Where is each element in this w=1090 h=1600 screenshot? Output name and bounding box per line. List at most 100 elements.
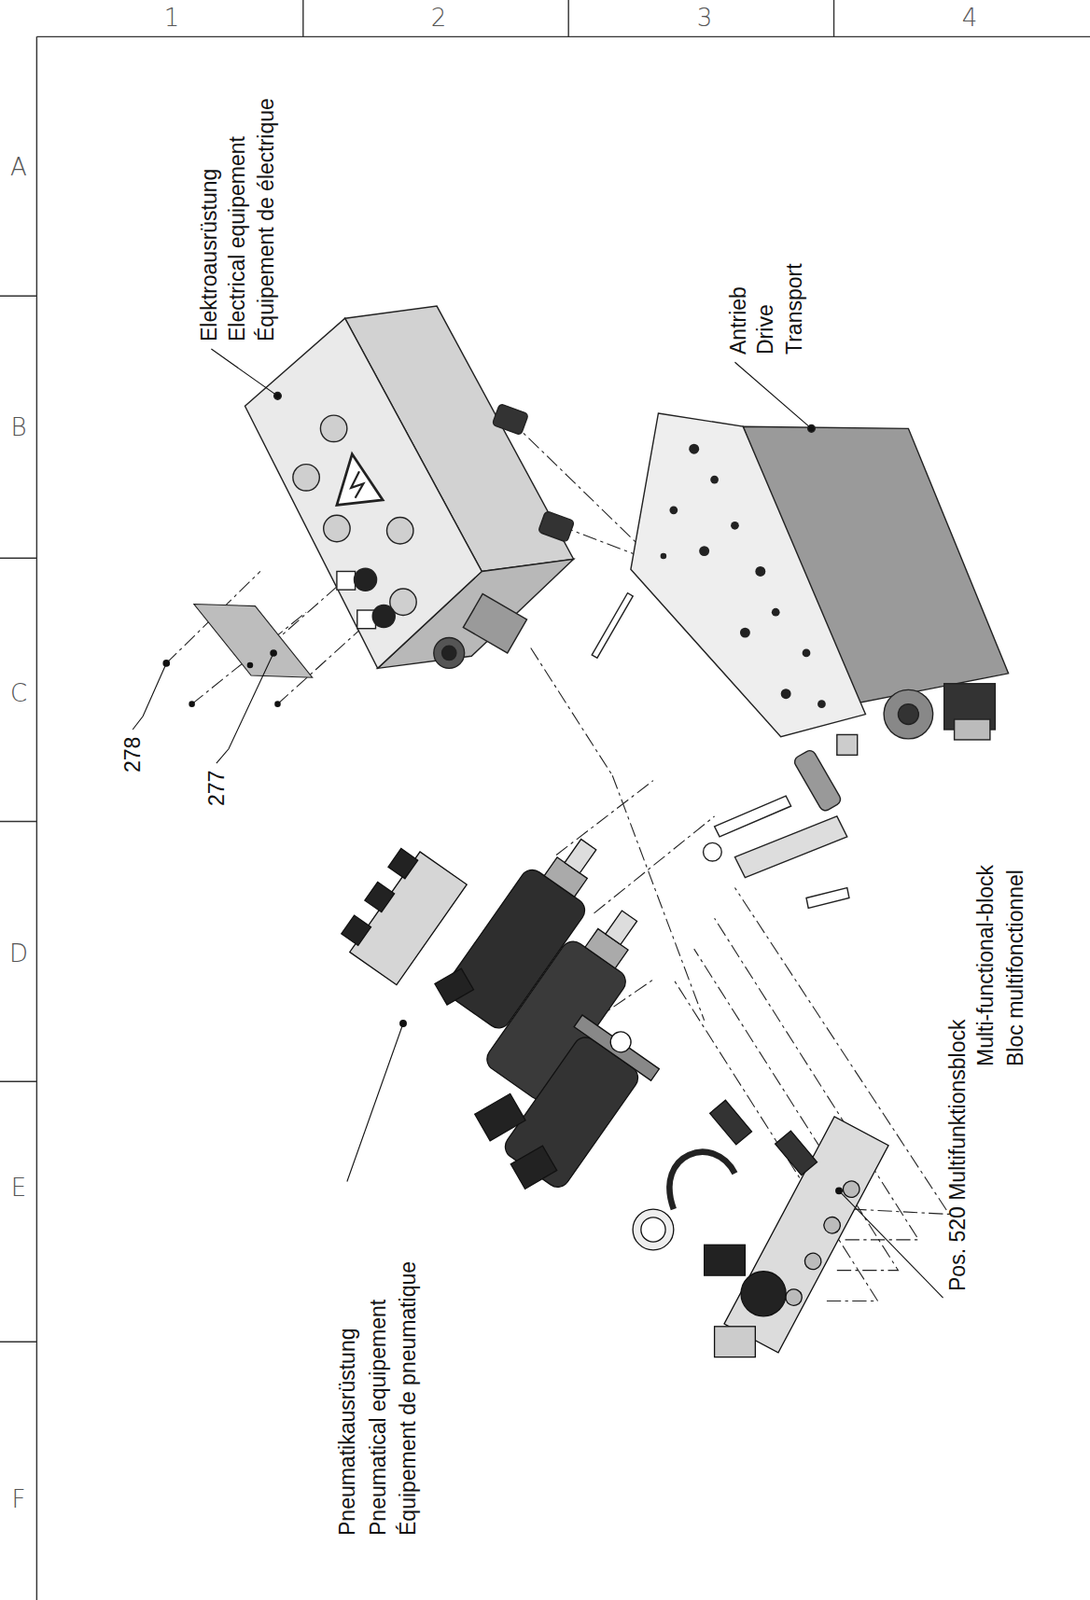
screw: [274, 700, 281, 708]
cylinder: [491, 1006, 665, 1199]
port: [801, 1250, 825, 1273]
piston-rod: [605, 910, 638, 945]
leader-line: [838, 1190, 944, 1299]
grid-reference: B: [10, 414, 27, 443]
frame-tick: [567, 0, 569, 37]
hole: [771, 608, 781, 617]
grid-reference: 4: [962, 4, 979, 33]
grid-reference: F: [12, 1486, 27, 1515]
assembly-line: [612, 775, 704, 1021]
grid-reference: 3: [697, 4, 713, 33]
assembly-line: [531, 647, 613, 776]
motor-shaft: [897, 704, 919, 726]
box-lid: [244, 318, 482, 669]
port: [821, 1214, 844, 1237]
motor-flange: [883, 689, 933, 739]
leader-line: [132, 663, 167, 730]
frame-tick: [302, 0, 304, 37]
manifold-bar: [724, 1117, 889, 1354]
hole: [660, 553, 668, 560]
stop: [837, 734, 858, 755]
ring: [703, 842, 723, 862]
part-label: Transport: [782, 263, 807, 355]
assembly-line: [556, 781, 654, 856]
leader-line: [734, 362, 811, 429]
cable-gland: [491, 404, 529, 436]
switch: [372, 605, 395, 629]
hole: [781, 688, 792, 699]
grid-reference: D: [9, 940, 28, 969]
hole: [740, 628, 751, 639]
frame-tick: [0, 1341, 37, 1343]
port: [839, 1178, 863, 1202]
fitting: [710, 1100, 753, 1146]
switch: [354, 568, 378, 591]
solenoid: [704, 1244, 746, 1276]
lid-screw: [387, 517, 414, 545]
hole: [669, 505, 678, 515]
cable-gland: [538, 510, 575, 543]
connector: [442, 645, 457, 660]
grid-reference: C: [10, 680, 28, 709]
pneumatic-equipment: [335, 824, 666, 1199]
valve: [434, 968, 475, 1006]
gauge-face: [641, 1217, 666, 1243]
plate-holes: [660, 444, 826, 709]
drive-unit: [591, 413, 1008, 909]
part-label: Bloc multifonctionnel: [1003, 869, 1028, 1067]
part-label: Équipement de électrique: [253, 97, 279, 342]
part-label: Electrical equipement: [224, 136, 250, 342]
lid-screw: [293, 464, 320, 491]
fitting: [775, 1131, 818, 1176]
flange: [573, 1015, 659, 1081]
slot-strip: [591, 593, 633, 659]
screw: [247, 662, 254, 670]
valve: [510, 1145, 557, 1189]
bracket: [806, 888, 850, 909]
pressure-gauge: [632, 1209, 674, 1251]
cover-plate: [194, 603, 313, 678]
frame-tick: [0, 821, 37, 823]
screw: [188, 700, 196, 708]
lid-screw: [320, 415, 347, 442]
part-label: Drive: [753, 304, 778, 355]
leader-dot: [269, 649, 278, 657]
motor-cap: [954, 719, 991, 741]
hole: [710, 475, 719, 485]
hole: [754, 566, 766, 577]
part-label: Pneumatikausrüstung: [335, 1328, 360, 1537]
bar: [724, 1117, 889, 1354]
hose: [669, 1152, 735, 1210]
hole: [688, 444, 699, 455]
frame-line: [36, 36, 1090, 38]
hole: [730, 521, 740, 531]
multifunction-block: [632, 1100, 889, 1357]
piston-rod: [564, 839, 597, 874]
grid-reference: E: [11, 1174, 27, 1203]
connector: [433, 638, 465, 670]
hole: [817, 699, 826, 709]
grid-reference: 2: [431, 4, 448, 33]
solenoid: [388, 849, 419, 880]
leader-line: [210, 349, 278, 396]
part-label: Elektroausrüstung: [196, 168, 222, 342]
mounting-plate: [630, 413, 867, 738]
bracket: [714, 796, 792, 838]
hole: [802, 649, 811, 658]
valve-manifold: [335, 841, 468, 985]
electrical-box: [244, 306, 574, 669]
part-label: Multi-functional-block: [973, 865, 998, 1067]
lid-screw: [323, 515, 350, 542]
assembly-line: [594, 816, 715, 914]
part-label: Pos. 520 Multifunktionsblock: [945, 1020, 970, 1293]
frame-tick: [0, 1081, 37, 1083]
leader-line: [347, 1023, 404, 1183]
frame-line: [36, 36, 38, 1600]
part-label: Équipement de pneumatique: [395, 1261, 420, 1537]
leader-lines: [132, 349, 943, 1299]
warning-bolt: [350, 471, 364, 498]
gauge: [714, 1327, 756, 1358]
